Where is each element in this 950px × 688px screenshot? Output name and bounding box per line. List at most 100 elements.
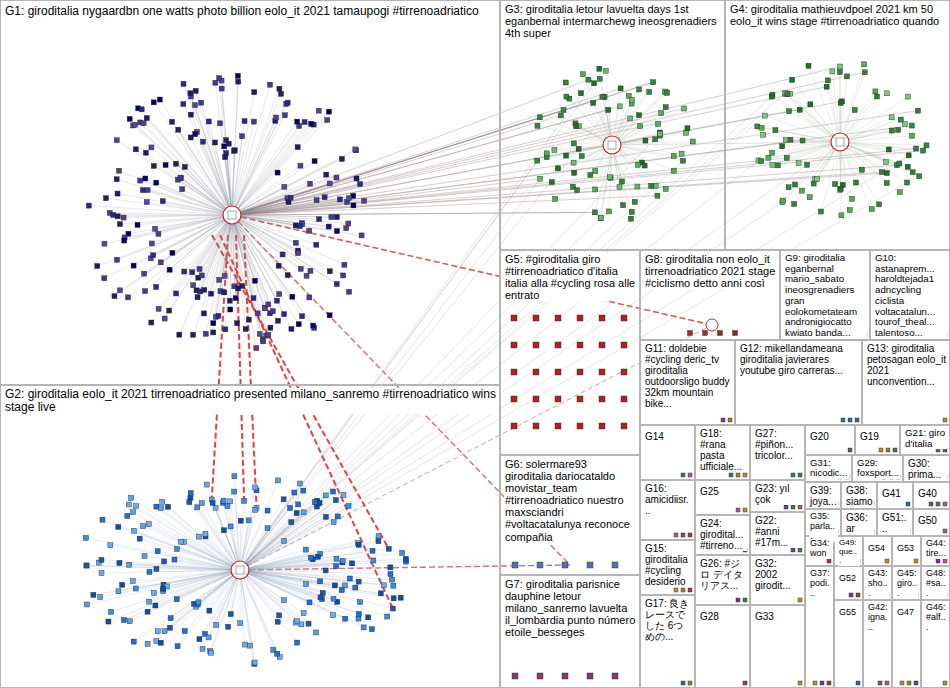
- vertex-square: [137, 536, 142, 541]
- vertex-square: [800, 138, 805, 143]
- vertex-square: [159, 506, 164, 511]
- tie-line: [122, 570, 240, 585]
- tie-line: [130, 570, 240, 621]
- vertex-square: [663, 105, 668, 110]
- vertex-square: [593, 187, 598, 192]
- hub-vertex: [706, 319, 718, 331]
- vertex-square: [784, 505, 788, 509]
- vertex-square: [647, 89, 652, 94]
- group-panel: G20: [805, 425, 855, 455]
- tie-line: [129, 505, 240, 570]
- tie-line: [240, 570, 297, 643]
- vertex-square: [236, 566, 244, 574]
- vertex-square: [285, 273, 290, 278]
- vertex-square: [403, 556, 408, 561]
- vertex-square: [197, 266, 202, 271]
- vertex-square: [759, 159, 764, 164]
- vertex-square: [304, 273, 309, 278]
- vertex-square: [218, 121, 223, 126]
- tie-line: [158, 570, 240, 631]
- vertex-square: [178, 175, 183, 180]
- group-label: G35: parla...: [809, 512, 838, 542]
- tie-line: [240, 541, 378, 570]
- vertex-square: [791, 473, 795, 477]
- tie-line: [809, 66, 840, 142]
- tie-line: [232, 184, 360, 215]
- vertex-square: [628, 216, 633, 221]
- vertex-square: [571, 160, 576, 165]
- group-label: G48: #sa...: [925, 569, 947, 599]
- tie-line: [120, 215, 232, 290]
- vertex-square: [390, 606, 395, 611]
- tie-line: [97, 215, 232, 266]
- vertex-square: [161, 586, 166, 591]
- vertex-square: [335, 514, 340, 519]
- vertex-square: [145, 609, 150, 614]
- group-label: G6: solermare93 giroditalia dariocataldo…: [504, 458, 637, 543]
- vertex-square: [199, 100, 204, 105]
- vertex-square: [306, 621, 311, 626]
- tie-line: [240, 570, 337, 602]
- vertex-square: [680, 158, 685, 163]
- vertex-square: [743, 473, 747, 477]
- vertex-square: [577, 423, 583, 429]
- group-panel: G8: giroditalia non eolo_it tirrenoadria…: [640, 250, 780, 340]
- group-label: G47: [896, 608, 915, 618]
- vertex-square: [206, 635, 211, 640]
- vertex-square: [577, 315, 583, 321]
- vertex-square: [83, 535, 88, 540]
- vertex-square: [112, 294, 117, 299]
- vertex-square: [223, 327, 228, 332]
- tie-line: [190, 498, 240, 570]
- tie-line: [240, 570, 280, 657]
- tie-line: [832, 71, 840, 142]
- group-label: G54: [867, 544, 886, 554]
- vertex-square: [114, 138, 119, 143]
- tie-line: [612, 145, 682, 154]
- group-panel: G42: igna...: [863, 600, 892, 688]
- vertex-square: [936, 502, 940, 506]
- vertex-square: [879, 170, 884, 175]
- vertex-square: [195, 295, 200, 300]
- vertex-square: [133, 586, 138, 591]
- vertex-square: [636, 113, 641, 118]
- vertex-square: [671, 154, 676, 159]
- vertex-square: [117, 560, 122, 565]
- vertex-square: [222, 144, 227, 149]
- vertex-square: [188, 490, 193, 495]
- tie-line: [232, 215, 344, 265]
- vertex-square: [830, 69, 835, 74]
- vertex-square: [597, 66, 602, 71]
- vertex-square: [533, 423, 539, 429]
- vertex-square: [612, 673, 618, 679]
- vertex-square: [681, 533, 685, 537]
- tie-line: [119, 171, 232, 215]
- vertex-square: [156, 306, 161, 311]
- vertex-square: [511, 342, 517, 348]
- tie-line: [240, 536, 379, 570]
- vertex-square: [162, 559, 167, 564]
- tie-line: [232, 215, 337, 284]
- vertex-square: [133, 147, 138, 152]
- vertex-square: [356, 616, 361, 621]
- tie-line: [552, 145, 612, 182]
- vertex-square: [331, 489, 336, 494]
- tie-line: [240, 570, 359, 614]
- tie-line: [148, 570, 240, 612]
- tie-line: [140, 122, 232, 215]
- tie-line: [240, 570, 384, 585]
- tie-line: [772, 142, 840, 153]
- vertex-square: [897, 161, 902, 166]
- group-panel: G24: girodital... #tirreno...: [695, 515, 750, 555]
- vertex-square: [162, 316, 167, 321]
- vertex-square: [598, 216, 603, 221]
- vertex-square: [837, 69, 842, 74]
- vertex-square: [839, 213, 844, 218]
- vertex-square: [347, 576, 352, 581]
- group-panel: G55: [834, 600, 863, 688]
- vertex-square: [246, 317, 251, 322]
- tie-line: [782, 142, 840, 202]
- vertex-square: [798, 505, 802, 509]
- vertex-square: [170, 250, 175, 255]
